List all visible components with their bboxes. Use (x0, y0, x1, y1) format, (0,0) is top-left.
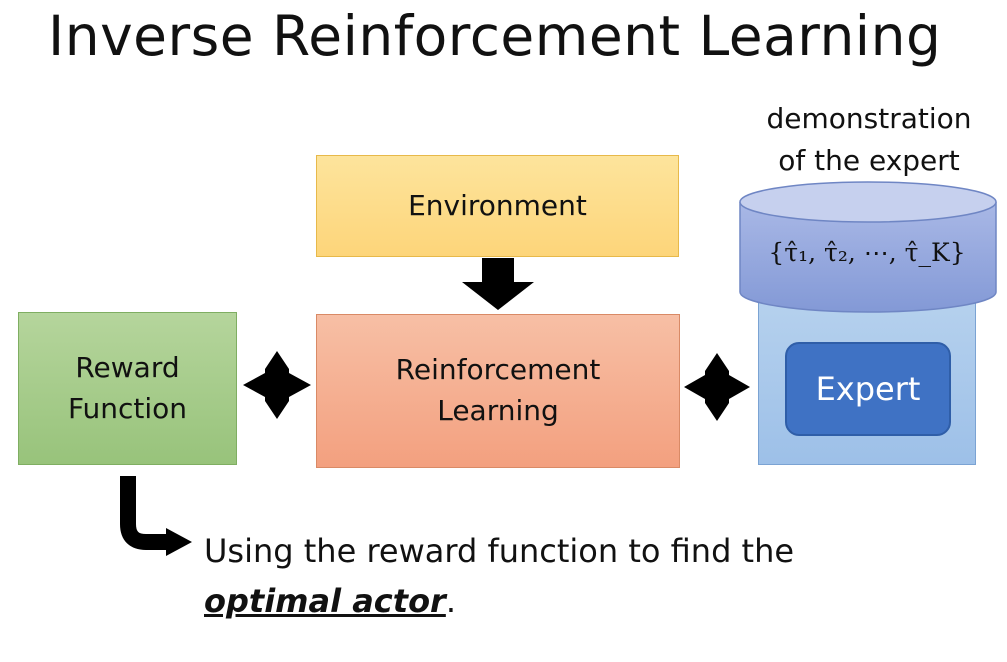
down-arrow-icon (462, 258, 534, 310)
bent-arrow-icon (120, 476, 192, 556)
optimal-actor-emphasis: optimal actor (204, 581, 446, 620)
expert-label: Expert (815, 369, 921, 408)
footer-line2: optimal actor. (204, 577, 794, 627)
environment-box: Environment (316, 155, 679, 257)
demonstration-set: {τ̂₁, τ̂₂, ⋯, τ̂_K} (768, 238, 966, 267)
expert-box: Expert (785, 342, 951, 436)
reward-function-box: Reward Function (18, 312, 237, 465)
environment-label: Environment (408, 188, 587, 222)
demonstration-label-line2: of the expert (778, 144, 960, 177)
rl-label-line1: Reinforcement (395, 353, 601, 387)
footer-line1: Using the reward function to find the (204, 532, 795, 570)
page-title: Inverse Reinforcement Learning (48, 4, 942, 68)
rl-label-line2: Learning (437, 394, 559, 427)
database-cylinder-icon (739, 181, 997, 313)
demonstration-label-line1: demonstration (766, 102, 972, 135)
footer-period: . (445, 581, 456, 620)
footer-text: Using the reward function to find the op… (204, 527, 794, 626)
reward-label-line1: Reward (75, 350, 180, 384)
double-arrow-icon-2 (684, 353, 750, 421)
reward-label-line2: Function (67, 391, 188, 425)
demonstration-label: demonstration of the expert (755, 98, 983, 182)
double-arrow-icon (243, 351, 311, 419)
reinforcement-learning-box: Reinforcement Learning (316, 314, 680, 468)
